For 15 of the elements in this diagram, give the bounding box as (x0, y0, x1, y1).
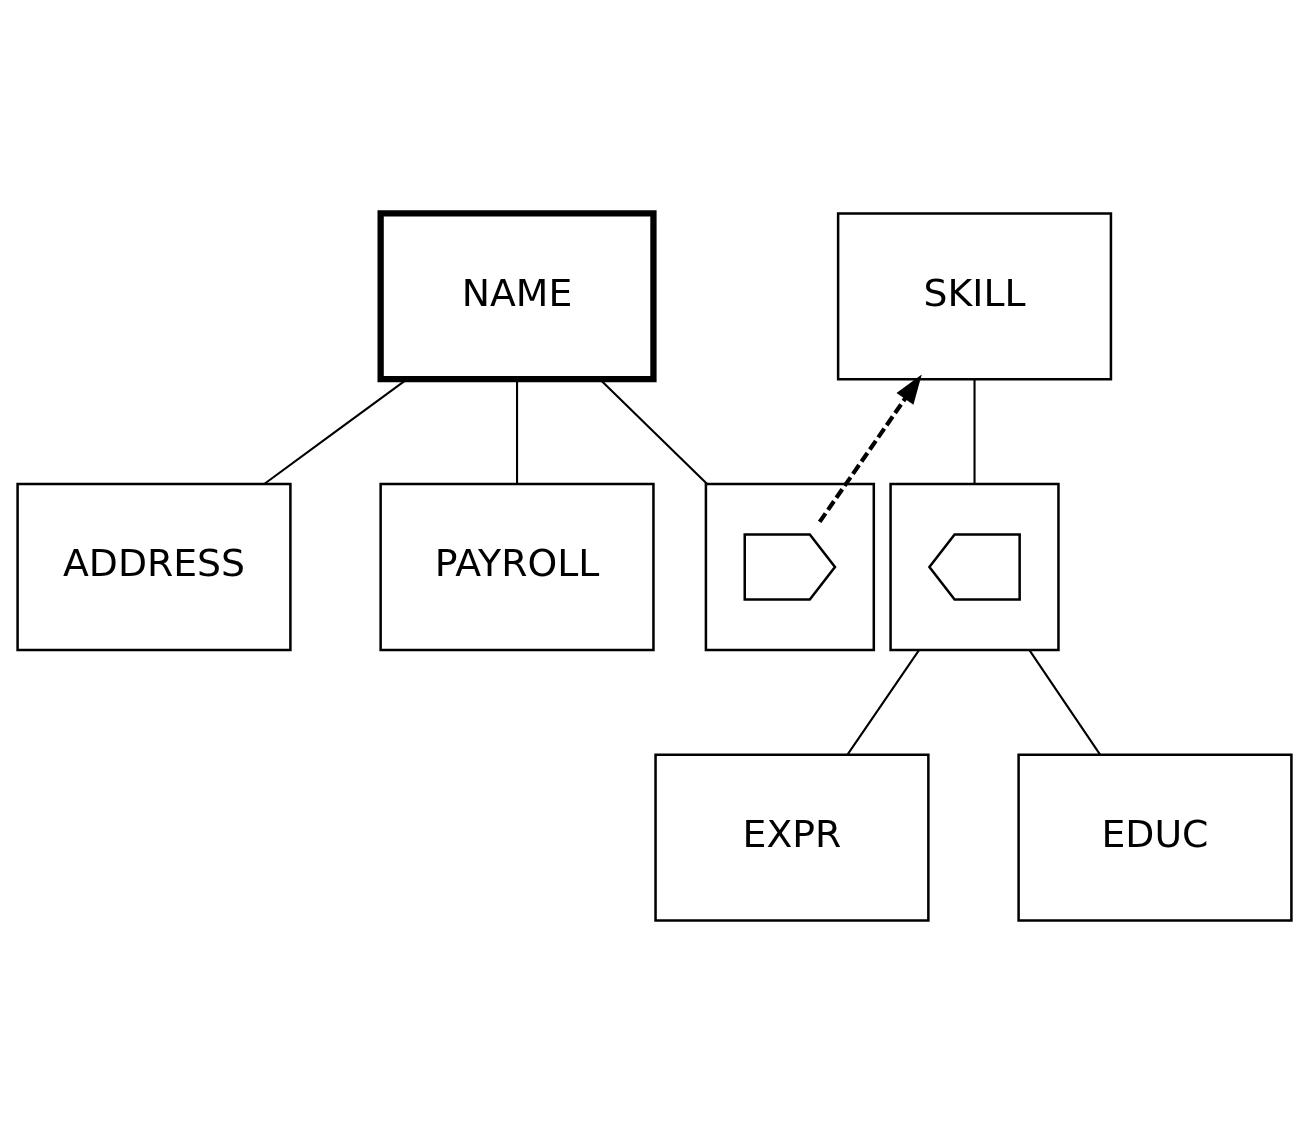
node-pentagon (743, 532, 837, 601)
connector (973, 379, 976, 484)
node-box: ADDRESS (15, 482, 292, 651)
cluster (704, 482, 875, 651)
node-box: SKILL (836, 211, 1112, 380)
connector (1027, 648, 1101, 755)
node-box: EDUC (1016, 753, 1293, 922)
arrow (817, 374, 922, 523)
node-box: NAME (377, 209, 657, 382)
cluster (888, 482, 1060, 651)
connector (515, 379, 518, 484)
connector (846, 648, 920, 755)
node-box: EXPR (653, 753, 930, 922)
node-pentagon (927, 532, 1021, 601)
node-box: PAYROLL (378, 482, 655, 651)
